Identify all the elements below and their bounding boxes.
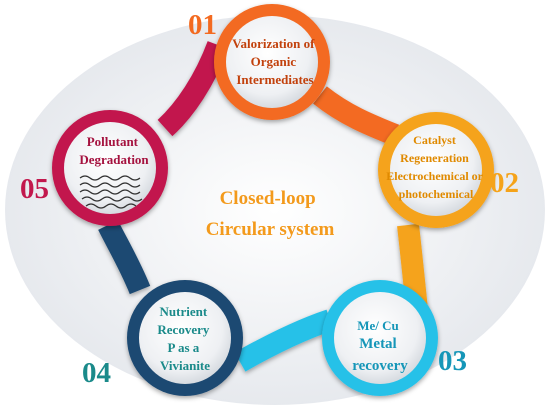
ribbon-04-05	[98, 220, 151, 295]
node-04-number: 04	[82, 357, 111, 389]
node-01-number: 01	[188, 9, 217, 41]
node-04-label: Nutrient Recovery P as a Vivianite	[157, 304, 212, 373]
ribbon-05-01	[157, 41, 229, 137]
node-03	[322, 280, 438, 396]
node-01-label: Valorization of Organic Intermediates	[232, 36, 317, 87]
node-05	[52, 110, 168, 226]
water-waves-icon	[79, 175, 143, 209]
node-04	[127, 280, 243, 396]
node-03-number: 03	[438, 345, 467, 377]
node-05-label: Pollutant Degradation	[79, 134, 149, 167]
ribbon-03-04	[234, 309, 334, 372]
node-01	[214, 4, 330, 120]
node-02	[378, 112, 494, 228]
node-02-number: 02	[490, 167, 519, 199]
center-label: Closed-loop Circular system	[206, 188, 335, 240]
node-02-label: Catalyst Regeneration Electrochemical or…	[386, 133, 486, 201]
node-05-number: 05	[20, 173, 49, 205]
ribbon-01-02	[313, 86, 400, 146]
node-03-label: Me/ Cu Metal recovery	[352, 317, 408, 374]
